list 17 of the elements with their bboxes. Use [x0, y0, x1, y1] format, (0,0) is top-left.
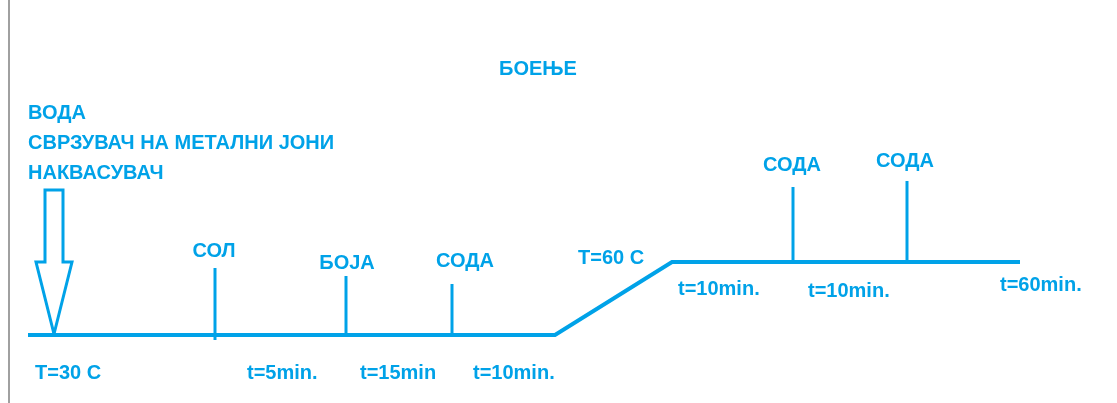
addition-label: БОЈА: [319, 250, 375, 274]
duration-label: t=60min.: [1000, 272, 1082, 296]
diagram-title: БОЕЊЕ: [499, 56, 577, 80]
temperature-label: T=30 C: [35, 360, 102, 384]
ingredient-label: СВРЗУВАЧ НА МЕТАЛНИ ЈОНИ: [28, 130, 335, 154]
duration-label: t=5min.: [247, 360, 318, 384]
duration-label: t=10min.: [473, 360, 555, 384]
addition-label: СОДА: [876, 148, 934, 172]
addition-label: СОДА: [763, 152, 821, 176]
ingredient-label: ВОДА: [28, 100, 86, 124]
duration-label: t=10min.: [808, 278, 890, 302]
duration-label: t=15min: [360, 360, 437, 384]
duration-label: t=10min.: [678, 276, 760, 300]
addition-label: СОЛ: [192, 238, 236, 262]
temperature-label: T=60 C: [578, 245, 645, 269]
addition-label: СОДА: [436, 248, 494, 272]
ingredient-label: НАКВАСУВАЧ: [28, 160, 164, 184]
